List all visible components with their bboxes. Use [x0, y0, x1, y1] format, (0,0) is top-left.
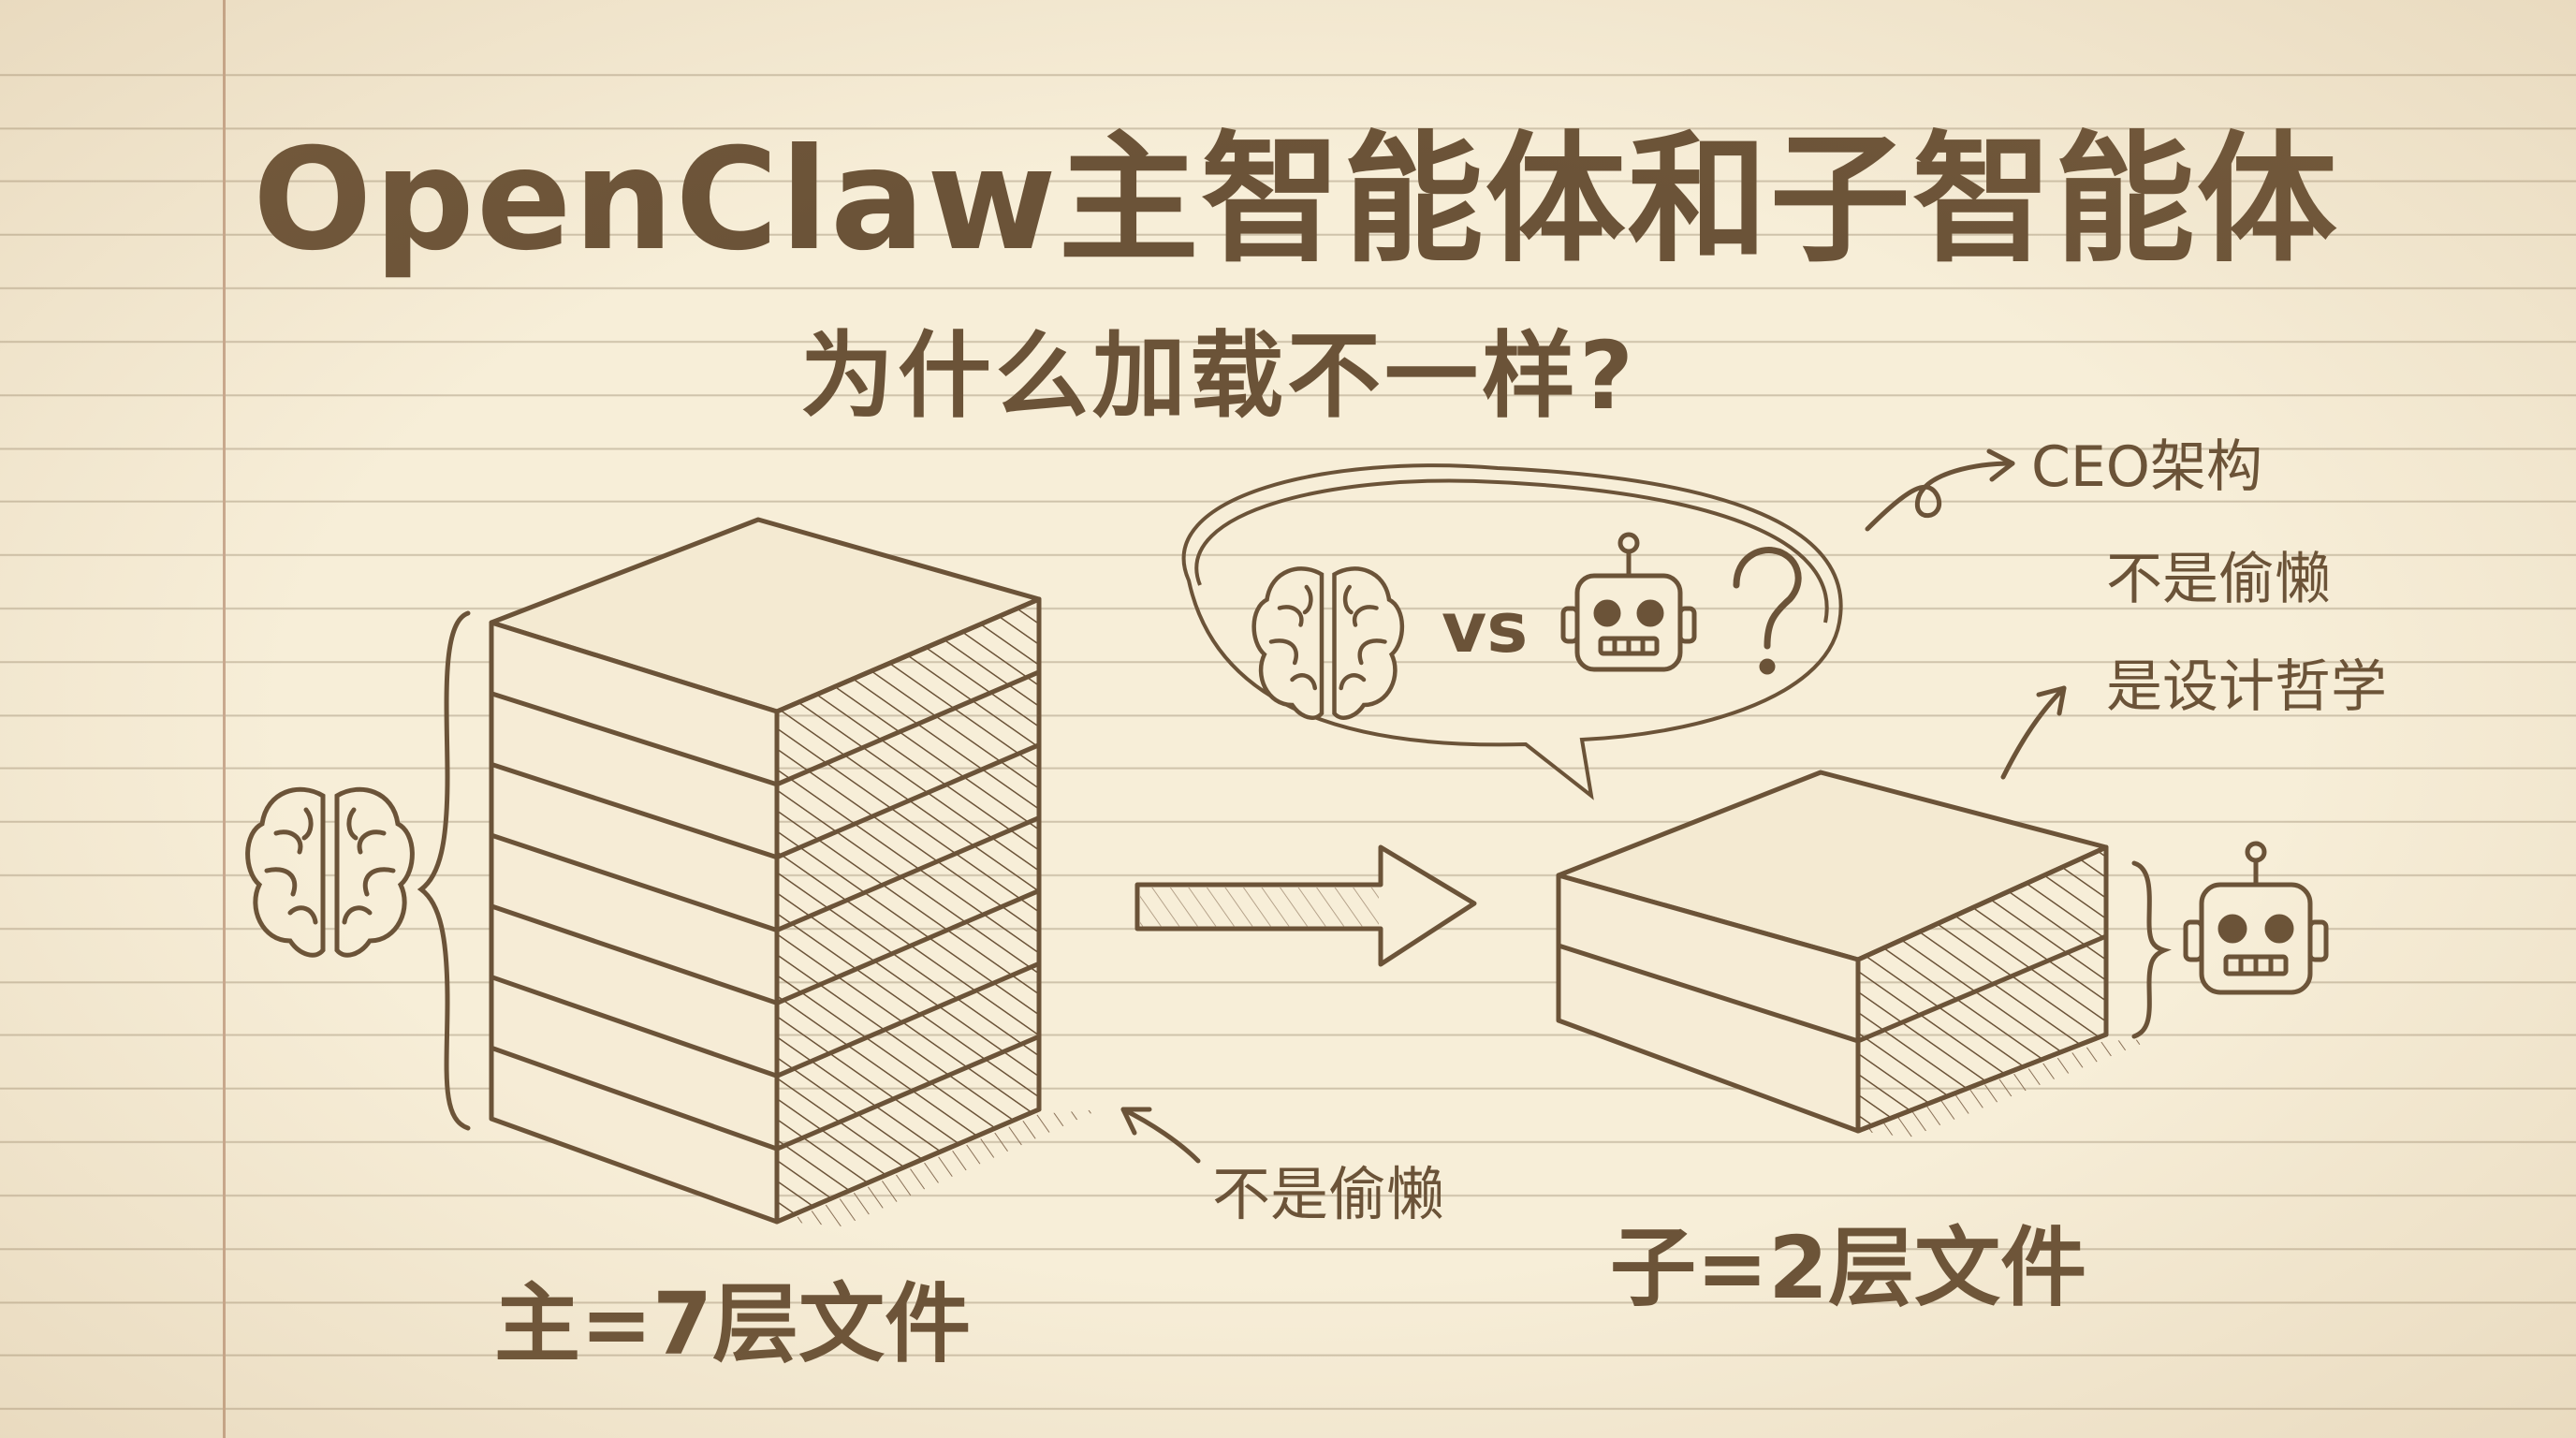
main-stack-layer-line [489, 691, 780, 787]
main-stack-brace [417, 610, 471, 1131]
speech-bubble [1181, 463, 1843, 800]
main-stack-shadow [786, 1109, 1100, 1226]
main-stack-layer-line [489, 832, 780, 933]
main-stack [489, 517, 1100, 1226]
main-stack-layers [489, 669, 1042, 1152]
page-subtitle: 为什么加载不一样? [800, 321, 1638, 431]
main-stack-layer-line [774, 1034, 1042, 1152]
main-stack-layer-line [774, 888, 1042, 1005]
sub-stack [1556, 770, 2153, 1137]
main-stack-layer-line [774, 815, 1042, 933]
question-mark-icon [1733, 547, 1802, 675]
page-title: OpenClaw主智能体和子智能体 [253, 119, 2339, 282]
main-stack-layer-line [774, 742, 1042, 860]
arrow-right-icon [1134, 844, 1477, 967]
robot-icon [1560, 532, 1697, 672]
brain-icon [1251, 566, 1405, 720]
main-stack-layer-line [489, 761, 780, 860]
note-not-lazy-left: 不是偷懒 [1212, 1160, 1445, 1228]
main-stack-layer-line [774, 669, 1042, 787]
sub-stack-layer-line [1558, 943, 1859, 1044]
sub-stack-label: 子=2层文件 [1610, 1218, 2087, 1318]
brain-icon [245, 786, 415, 958]
note-ceo-architecture: CEO架构 [2031, 434, 2263, 500]
main-stack-layer-line [774, 961, 1042, 1078]
main-stack-layer-line [489, 975, 780, 1078]
sub-stack-layer-line [1857, 933, 2107, 1044]
annotation-arrows [1120, 448, 2067, 1164]
robot-icon [2183, 841, 2329, 995]
bubble-vs-text: vs [1442, 588, 1529, 668]
paper-margin-line [223, 0, 226, 1438]
note-design-philosophy: 是设计哲学 [2106, 654, 2387, 720]
sub-stack-shadow [1858, 1039, 2153, 1137]
main-stack-layer-line [489, 903, 780, 1005]
main-stack-layer-line [489, 1045, 780, 1152]
sub-stack-brace [2131, 860, 2172, 1039]
note-not-lazy-right: 不是偷懒 [2106, 547, 2331, 612]
main-stack-label: 主=7层文件 [494, 1274, 972, 1374]
